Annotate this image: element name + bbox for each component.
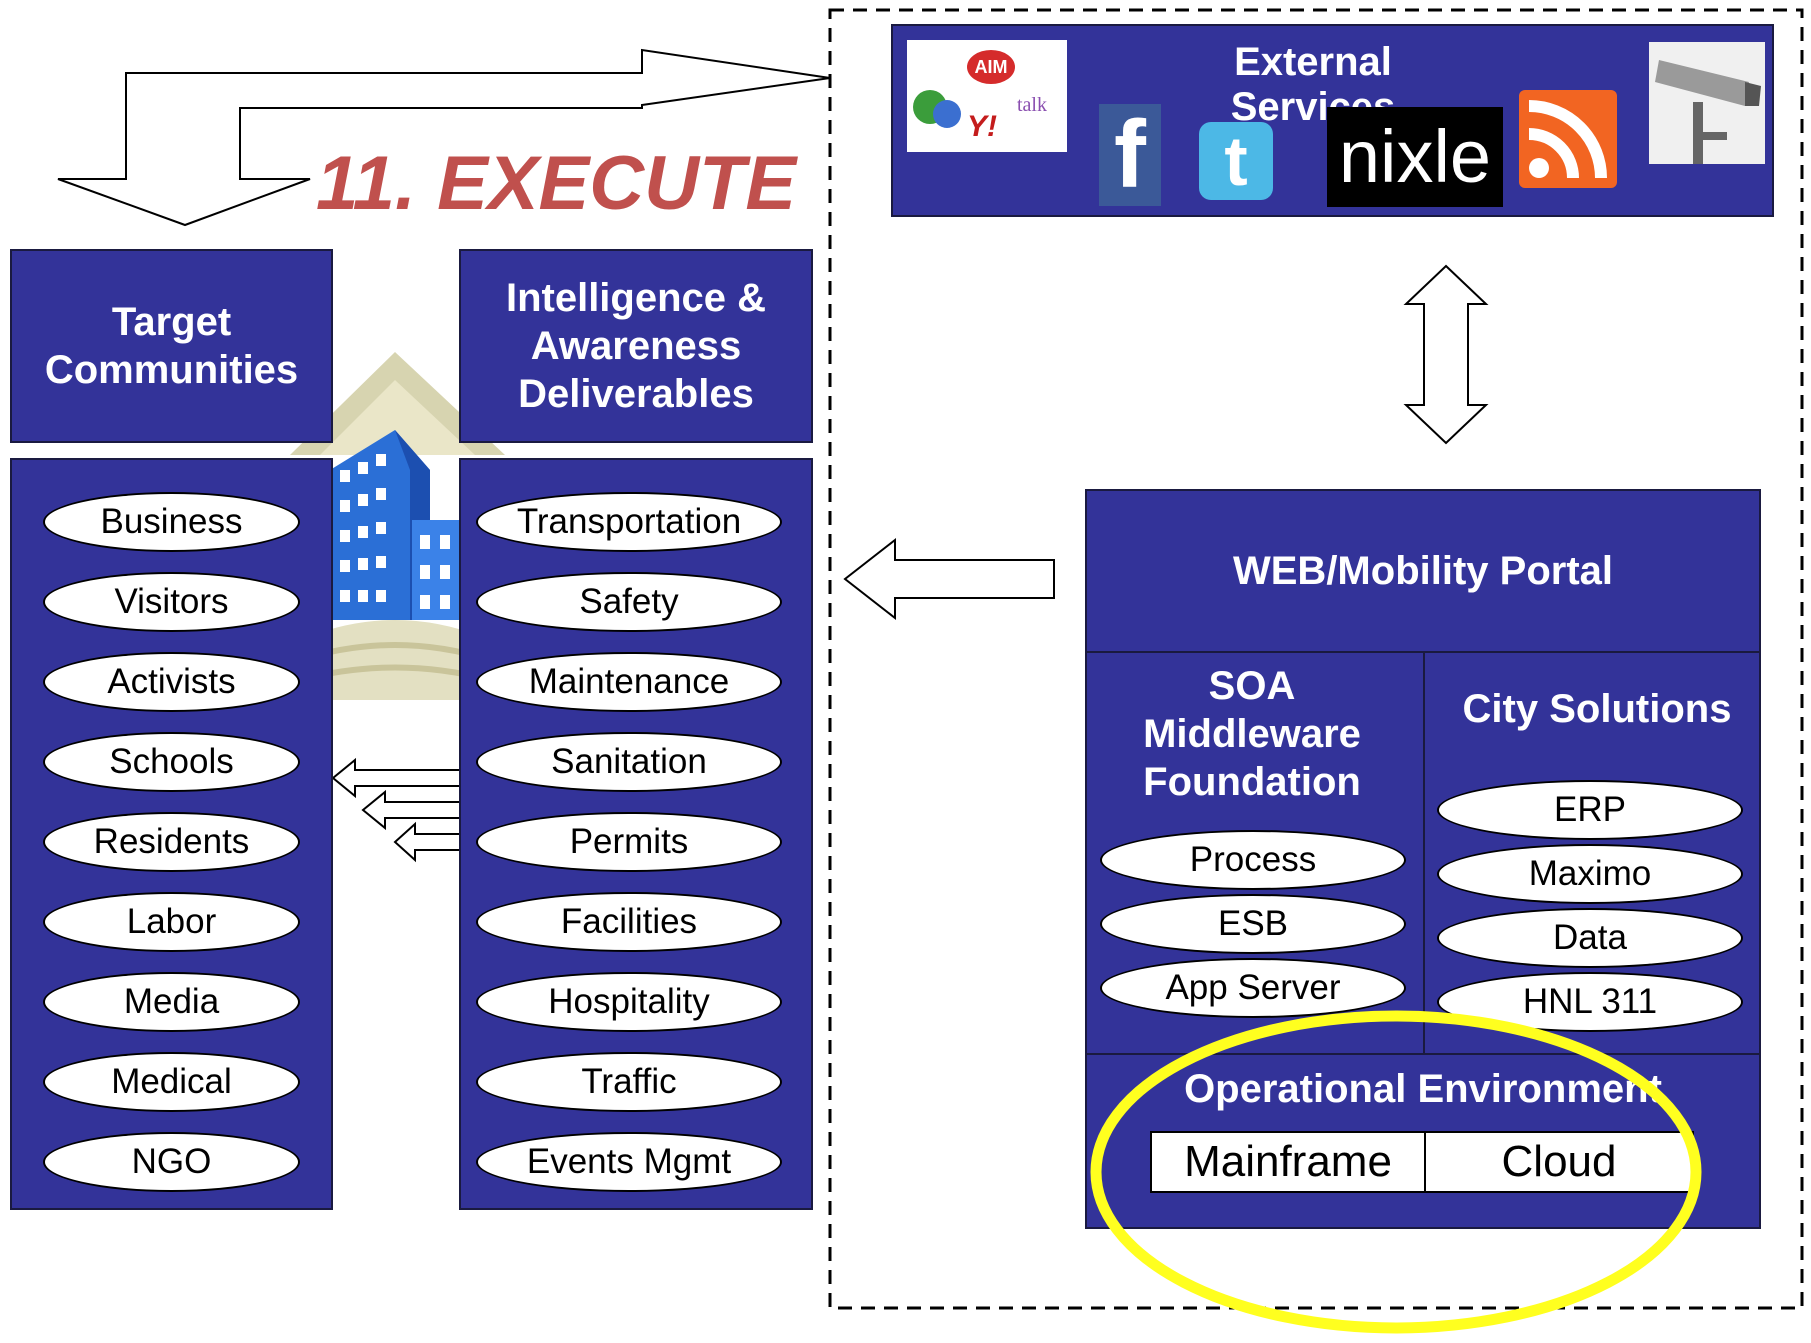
link-arrow-1 (331, 757, 461, 799)
list-item: Facilities (476, 892, 782, 952)
bidirectional-arrow (1403, 264, 1489, 445)
list-item: App Server (1100, 958, 1406, 1018)
portal-to-deliverables-arrow (843, 537, 1055, 621)
operational-environment-header: Operational Environment (1184, 1067, 1662, 1111)
list-item: Safety (476, 572, 782, 632)
city-solutions-header: City Solutions (1462, 687, 1732, 731)
target-communities-header-box: Target Communities (10, 249, 333, 443)
list-item: NGO (43, 1132, 300, 1192)
twitter-icon: t (1199, 122, 1273, 200)
target-communities-header: Target Communities (44, 300, 299, 392)
list-item: Process (1100, 830, 1406, 890)
aim-label: AIM (967, 50, 1015, 84)
facebook-icon: f (1099, 104, 1161, 206)
operational-cells: Mainframe Cloud (1150, 1131, 1694, 1193)
feedback-arrow (57, 48, 831, 227)
list-item: Business (43, 492, 300, 552)
list-item: Residents (43, 812, 300, 872)
page-title: 11. EXECUTE (316, 141, 797, 226)
list-item: ESB (1100, 894, 1406, 954)
list-item: Data (1437, 908, 1743, 968)
link-arrow-2 (361, 789, 461, 831)
mainframe-cell: Mainframe (1152, 1133, 1426, 1191)
portal-divider-v (1423, 651, 1425, 1053)
list-item: ERP (1437, 780, 1743, 840)
list-item: Labor (43, 892, 300, 952)
rss-icon (1519, 90, 1617, 188)
portal-header: WEB/Mobility Portal (1233, 549, 1613, 593)
link-arrow-3 (393, 821, 461, 863)
portal-divider-h2 (1087, 1053, 1759, 1055)
external-services-panel: External Services AIM talk Y! f t nixle (891, 24, 1774, 217)
soa-header: SOA Middleware Foundation (1143, 664, 1361, 804)
list-item: Traffic (476, 1052, 782, 1112)
list-item: Schools (43, 732, 300, 792)
list-item: Medical (43, 1052, 300, 1112)
list-item: Permits (476, 812, 782, 872)
list-item: Sanitation (476, 732, 782, 792)
im-clients-icon: AIM talk Y! (907, 40, 1067, 152)
nixle-logo: nixle (1327, 107, 1503, 207)
list-item: Activists (43, 652, 300, 712)
intelligence-header-box: Intelligence & Awareness Deliverables (459, 249, 813, 443)
dashed-boundary (828, 8, 1804, 1310)
intelligence-header: Intelligence & Awareness Deliverables (505, 276, 767, 416)
cloud-cell: Cloud (1501, 1137, 1617, 1186)
list-item: Maximo (1437, 844, 1743, 904)
list-item: Transportation (476, 492, 782, 552)
list-item: Visitors (43, 572, 300, 632)
yahoo-label: Y! (967, 110, 997, 143)
talk-label: talk (1017, 94, 1047, 116)
list-item: Media (43, 972, 300, 1032)
security-camera-icon (1649, 42, 1765, 164)
list-item: Events Mgmt (476, 1132, 782, 1192)
list-item: HNL 311 (1437, 972, 1743, 1032)
list-item: Maintenance (476, 652, 782, 712)
list-item: Hospitality (476, 972, 782, 1032)
building-clipart (290, 352, 505, 700)
